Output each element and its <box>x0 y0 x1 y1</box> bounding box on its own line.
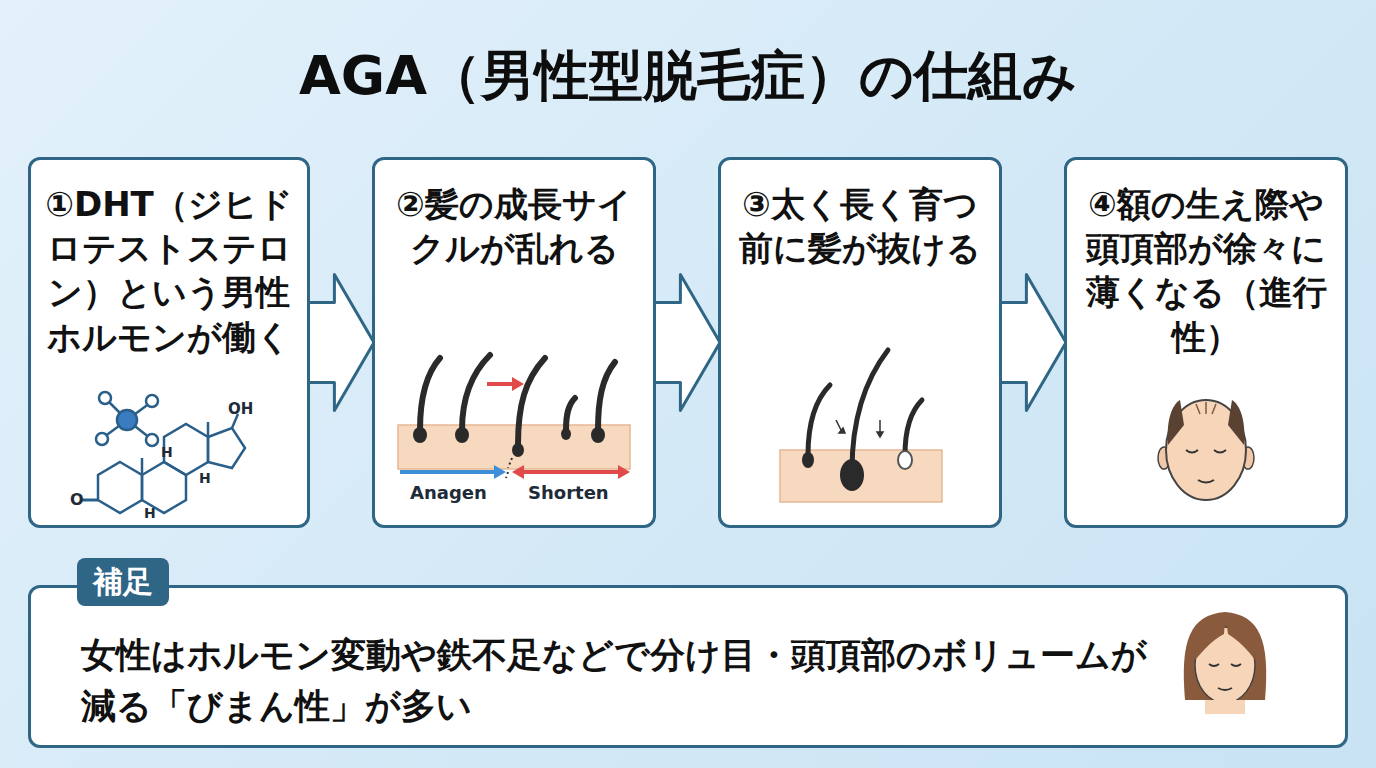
note-text: 女性はホルモン変動や鉄不足などで分け目・頭頂部のボリュームが減る「びまん性」が多… <box>81 630 1171 732</box>
hair-cycle-illustration <box>398 355 630 479</box>
atom-label: O <box>70 490 84 509</box>
atom-label: H <box>199 470 211 486</box>
flow-arrow <box>654 275 720 411</box>
step-text: ①DHT（ジヒドロテストステロン）という男性ホルモンが働く <box>41 182 297 359</box>
note-panel: 補足女性はホルモン変動や鉄不足などで分け目・頭頂部のボリュームが減る「びまん性」… <box>28 585 1348 748</box>
step-text: ③太く長く育つ前に髪が抜ける <box>731 182 989 270</box>
note-tab: 補足 <box>77 558 169 606</box>
flow-arrow <box>1000 275 1066 411</box>
woman-face-illustration <box>1184 612 1266 714</box>
atom-label: H <box>144 505 156 521</box>
phase-label: Shorten <box>528 482 609 503</box>
flow-arrow <box>308 275 374 411</box>
atom-label: OH <box>228 400 253 418</box>
hair-shedding-illustration <box>780 350 942 502</box>
dht-molecule <box>82 392 245 513</box>
step-box: ①DHT（ジヒドロテストステロン）という男性ホルモンが働く <box>28 157 310 528</box>
thinning-head-illustration <box>1158 400 1254 500</box>
step-text: ②髪の成長サイクルが乱れる <box>385 182 643 270</box>
diagram-title: AGA（男性型脱毛症）の仕組み <box>0 40 1376 113</box>
atom-label: H <box>161 444 173 460</box>
phase-label: Anagen <box>410 482 487 503</box>
step-text: ④額の生え際や頭頂部が徐々に薄くなる（進行性） <box>1077 182 1335 359</box>
